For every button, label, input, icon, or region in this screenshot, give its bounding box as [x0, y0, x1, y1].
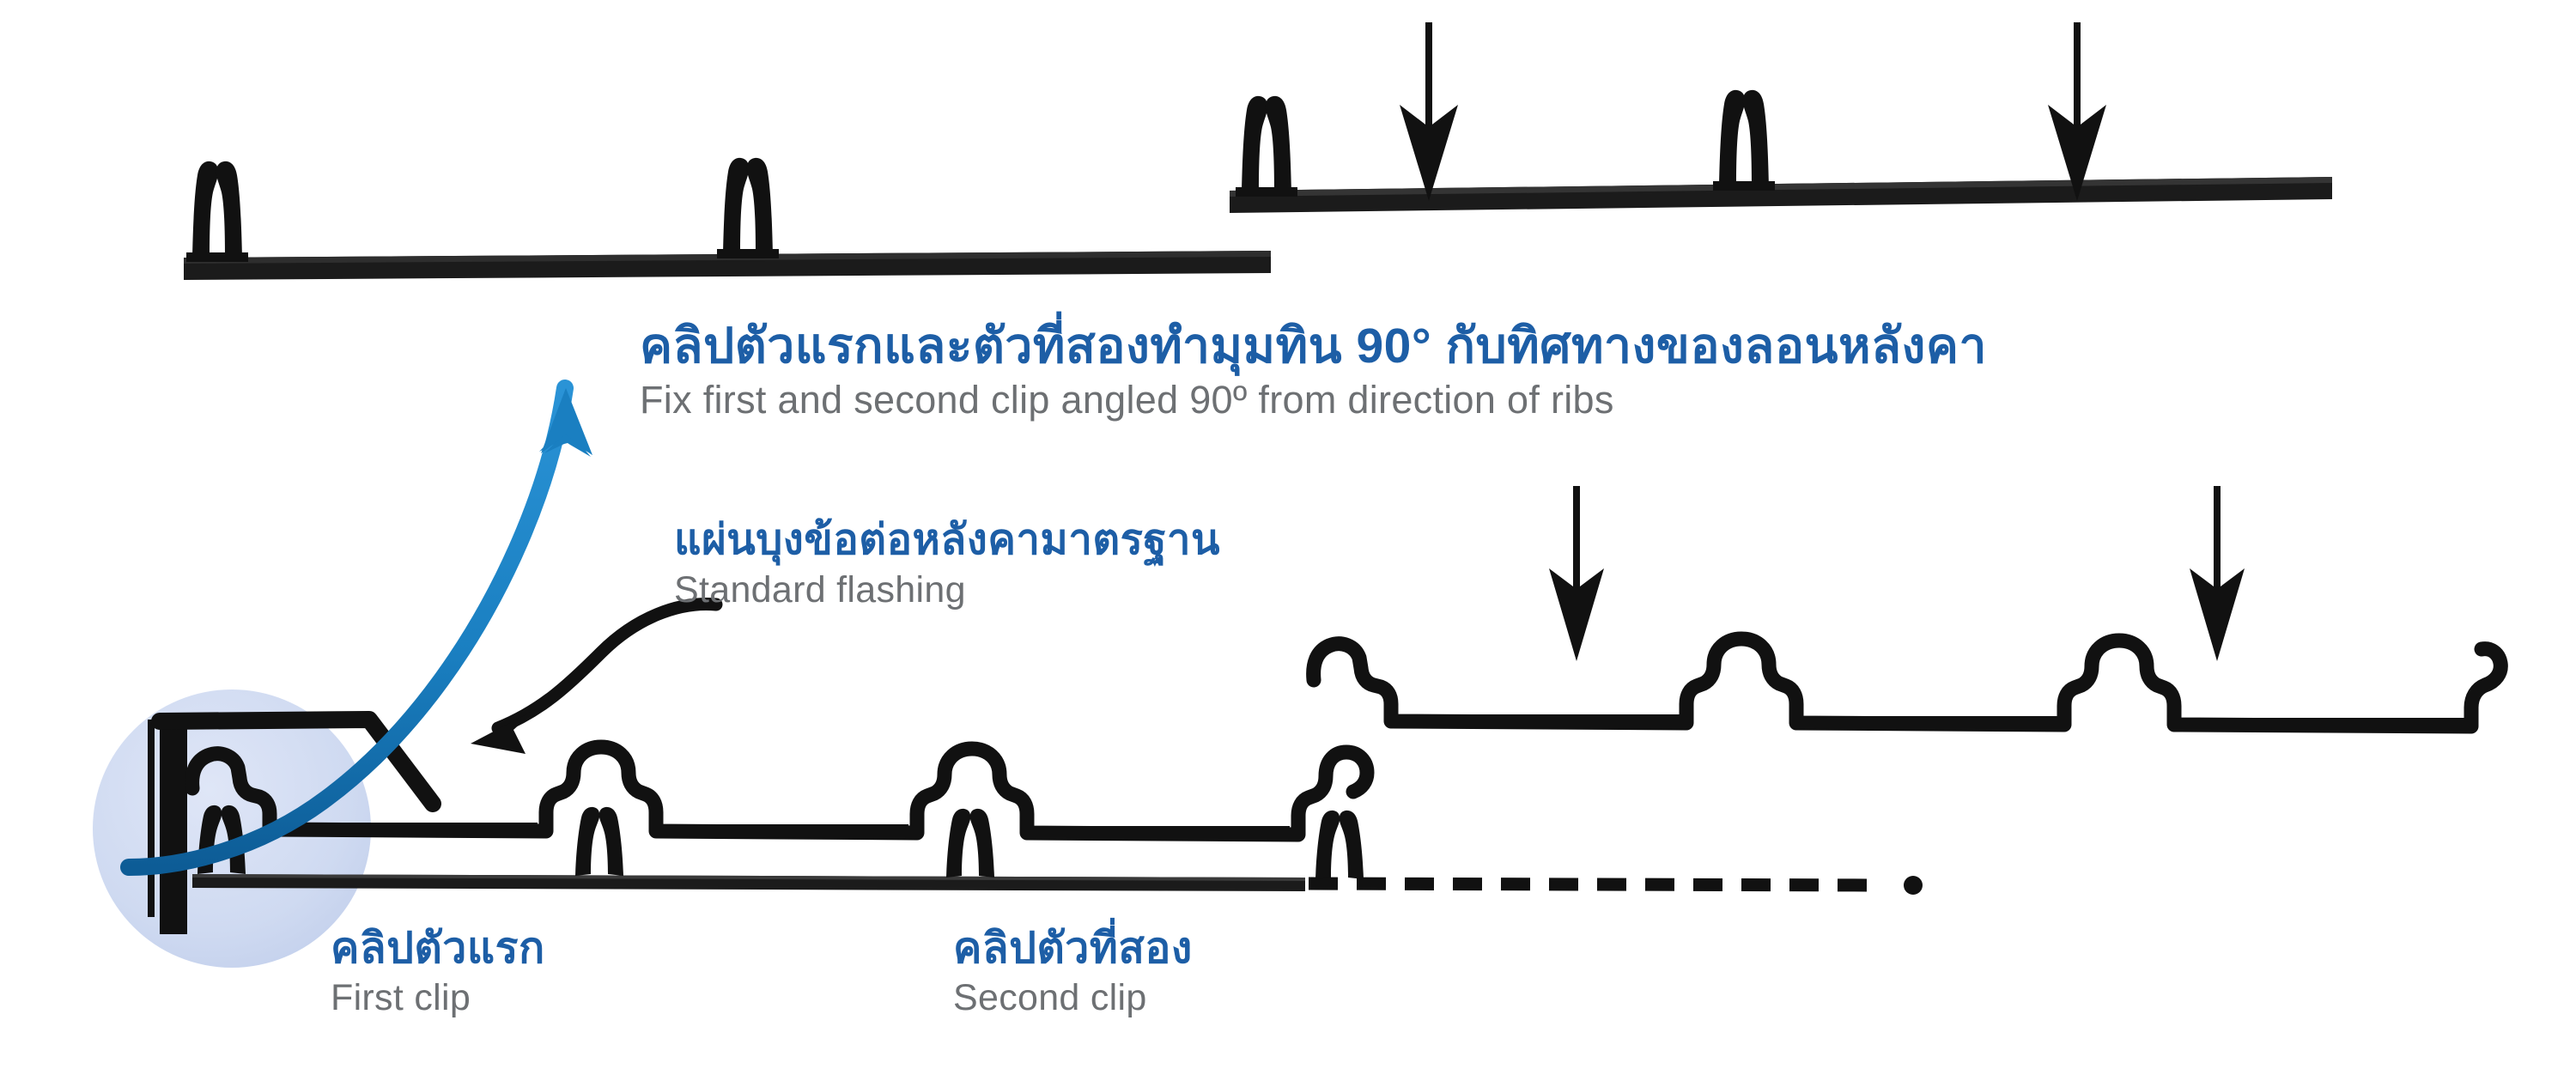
- clip-icon: [717, 157, 779, 258]
- standard-flashing: [151, 711, 441, 812]
- second-clip-thai: คลิปตัวที่สอง: [953, 924, 1193, 972]
- clip-icon: [186, 161, 248, 262]
- second-clip-english: Second clip: [953, 977, 1147, 1018]
- heading-thai: คลิปตัวแรกและตัวที่สองทำมุมทิน 90° กับทิ…: [640, 319, 1987, 374]
- down-arrow-icon: [2048, 22, 2106, 201]
- roof-panel-section-with-clips: [185, 739, 1375, 842]
- purlin-with-two-clips-top-right: [1230, 89, 2332, 213]
- down-arrow-icon: [1400, 22, 1458, 201]
- down-arrow-icon: [2190, 486, 2245, 661]
- clip-icon: [1713, 89, 1775, 191]
- wall-post: [148, 714, 187, 934]
- panel-pan-texture: [1398, 714, 2466, 722]
- purlin-with-two-clips-top-left: [184, 157, 1271, 280]
- flashing-english: Standard flashing: [674, 568, 966, 610]
- clip-icon: [1236, 95, 1297, 197]
- first-clip-thai: คลิปตัวแรก: [331, 924, 545, 972]
- second-clip-callout: คลิปตัวที่สอง Second clip: [953, 926, 1193, 1017]
- pointer-arrow-icon: [471, 598, 723, 754]
- first-clip-callout: คลิปตัวแรก First clip: [331, 926, 545, 1017]
- clip-icon-fourth: [1315, 810, 1364, 879]
- flashing-callout: แผ่นบุงข้อต่อหลังคามาตรฐาน Standard flas…: [674, 519, 1220, 610]
- down-arrow-icon: [1549, 486, 1604, 661]
- panel-pan-texture-left: [283, 823, 1290, 830]
- clip-icon-third: [946, 808, 994, 878]
- curved-blue-arrow-icon: [120, 380, 592, 876]
- purlin-bar-dashed-continuation: [1308, 876, 1923, 895]
- heading-english: Fix first and second clip angled 90º fro…: [640, 378, 1614, 422]
- clip-icon-second: [575, 806, 623, 876]
- first-clip-english: First clip: [331, 977, 471, 1018]
- purlin-bar-left: [192, 874, 1305, 891]
- heading-callout: คลิปตัวแรกและตัวที่สองทำมุมทิน 90° กับทิ…: [640, 319, 1987, 422]
- roof-panel-section-ribs-only: [1306, 631, 2508, 734]
- flashing-thai: แผ่นบุงข้อต่อหลังคามาตรฐาน: [674, 517, 1221, 563]
